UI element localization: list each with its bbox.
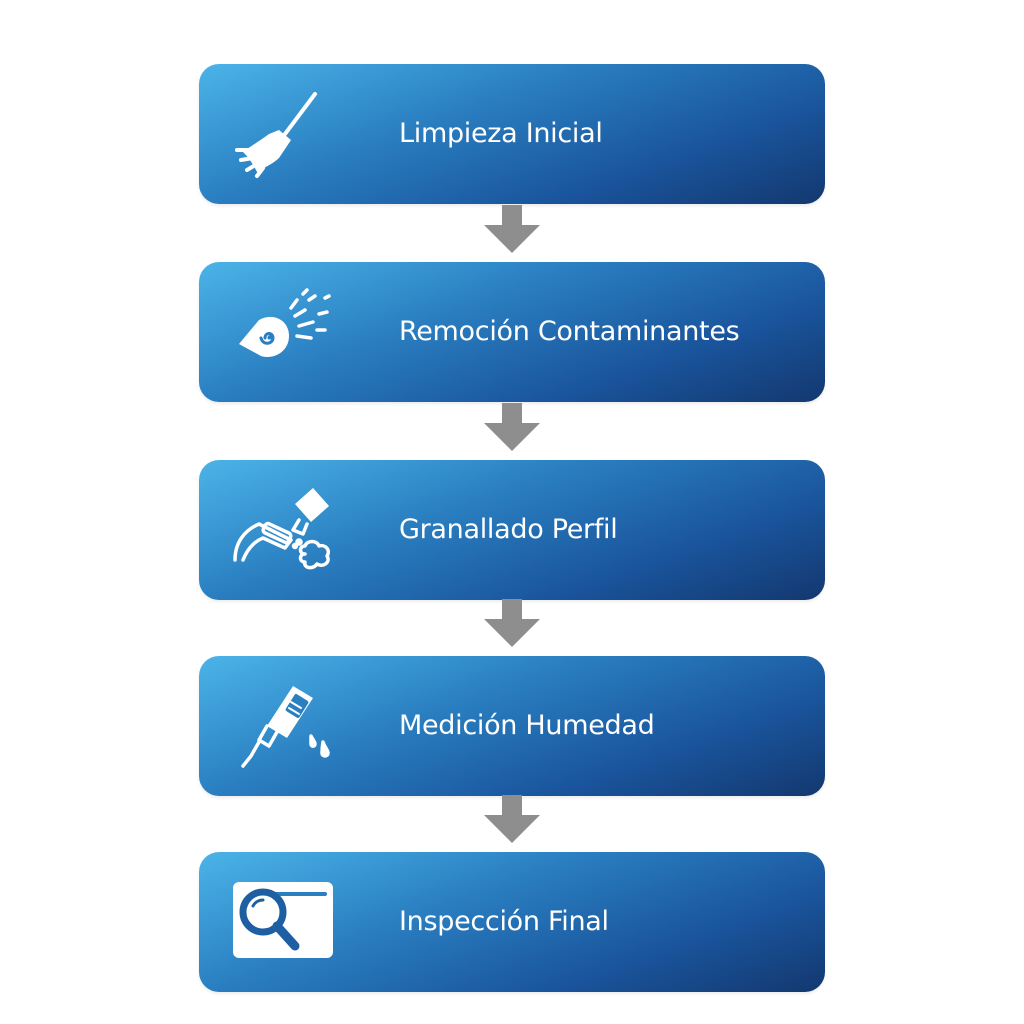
step-limpieza-inicial: Limpieza Inicial bbox=[199, 64, 825, 204]
step-label: Remoción Contaminantes bbox=[399, 316, 740, 347]
down-arrow-4 bbox=[484, 795, 540, 843]
step-granallado-perfil: Granallado Perfil bbox=[199, 460, 825, 600]
inspection-magnifier-icon bbox=[229, 876, 339, 968]
down-arrow-3 bbox=[484, 599, 540, 647]
down-arrow-1 bbox=[484, 205, 540, 253]
step-label: Granallado Perfil bbox=[399, 514, 618, 545]
step-medicion-humedad: Medición Humedad bbox=[199, 656, 825, 796]
step-label: Limpieza Inicial bbox=[399, 118, 603, 149]
down-arrow-2 bbox=[484, 403, 540, 451]
step-label: Medición Humedad bbox=[399, 710, 655, 741]
moisture-meter-icon bbox=[229, 680, 339, 772]
spray-nozzle-icon bbox=[229, 286, 339, 378]
blast-gun-icon bbox=[229, 484, 339, 576]
broom-icon bbox=[229, 88, 339, 180]
step-inspeccion-final: Inspección Final bbox=[199, 852, 825, 992]
step-label: Inspección Final bbox=[399, 906, 609, 937]
step-remocion-contaminantes: Remoción Contaminantes bbox=[199, 262, 825, 402]
